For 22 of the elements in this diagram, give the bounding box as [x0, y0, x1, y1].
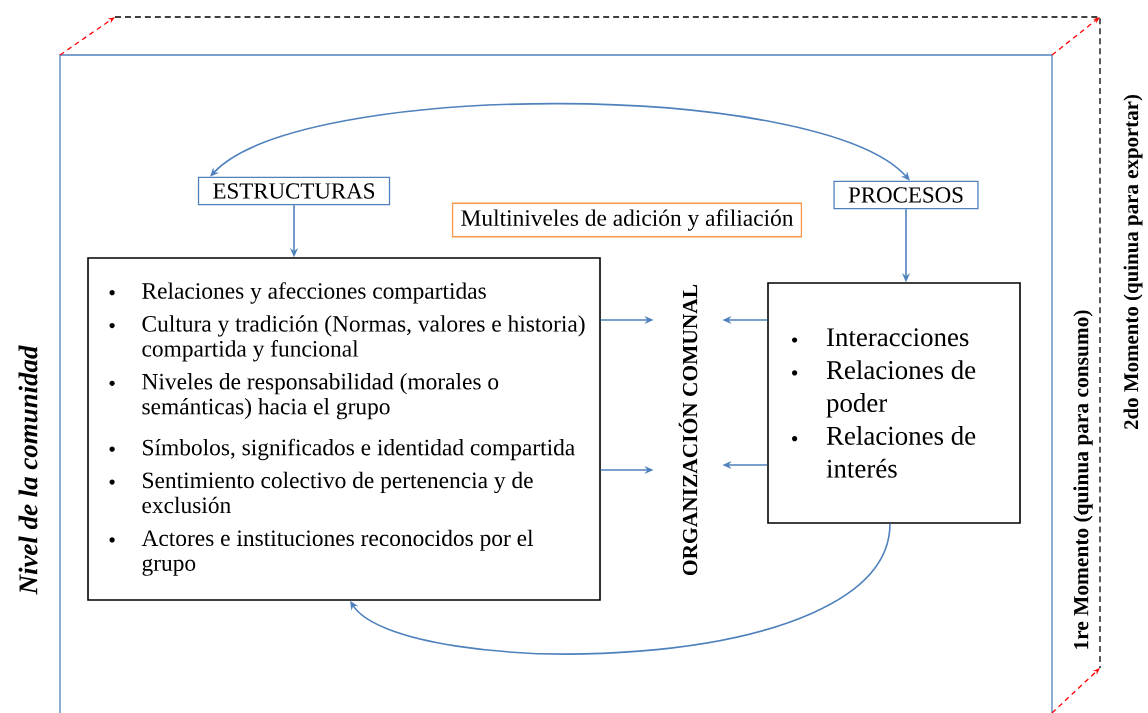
bullet-item: Relaciones de interés: [792, 425, 976, 478]
side-label: 2do Momento (quinua para exportar): [1123, 94, 1143, 430]
bullet-item: Interacciones: [792, 328, 969, 347]
note-box: [451, 202, 803, 238]
bullet-item: Relaciones de poder: [792, 360, 976, 418]
side-label: Nivel de la comunidad: [18, 345, 38, 595]
bullet-item: Símbolos, significados e identidad compartida: [109, 438, 575, 461]
bullet-item: Relaciones y afecciones compartidas: [109, 282, 486, 304]
arrow: [350, 523, 891, 655]
process-box: [197, 176, 391, 206]
bullet-item: Cultura y tradición (Normas, valores e historia) compartida y funcional: [109, 315, 585, 362]
list-box: [87, 257, 601, 601]
bullet-item: Niveles de responsabilidad (morales o semánticas) hacia el grupo: [109, 373, 499, 420]
side-label: 1re Momento (quinua para consumo): [1073, 310, 1093, 649]
process-box: [833, 180, 979, 210]
box-label: PROCESOS: [848, 187, 963, 203]
box-label: Multiniveles de adición y afiliación: [461, 209, 794, 231]
box-label: ESTRUCTURAS: [213, 183, 375, 199]
bullet-item: Sentimiento colectivo de pertenencia y de exclusión: [109, 471, 533, 514]
bullet-item: Actores e instituciones reconocidos por el grupo: [109, 529, 534, 576]
list-box: [767, 282, 1021, 524]
vertical-label: ORGANIZACIÓN COMUNAL: [678, 284, 698, 575]
